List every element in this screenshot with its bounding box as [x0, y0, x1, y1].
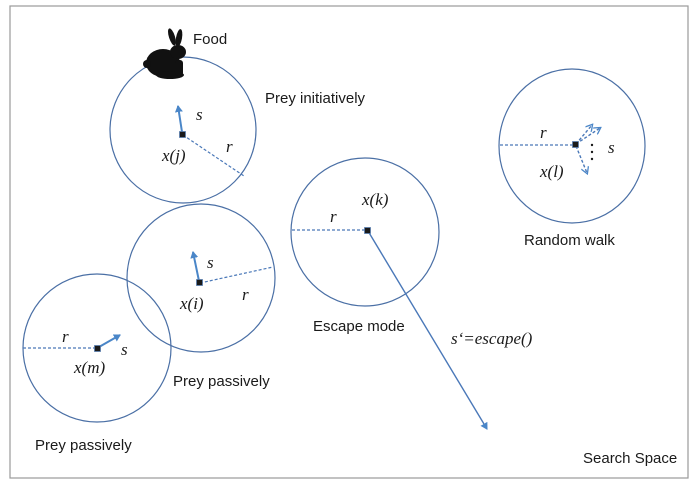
- random-walk-label: Random walk: [524, 232, 615, 249]
- agent-l-point: [572, 141, 579, 148]
- agent-l-step-label: s: [608, 138, 615, 157]
- agent-l-circle: [498, 68, 646, 224]
- agent-i-radius: [199, 266, 274, 284]
- agent-i-step-arrow: [190, 251, 200, 282]
- search-space-frame: [9, 5, 689, 479]
- prey-passively-m-label: Prey passively: [35, 437, 132, 454]
- agent-i-step-label: s: [207, 253, 214, 272]
- agent-j-radius-label: r: [226, 137, 233, 156]
- agent-k-name: x(k): [361, 190, 389, 209]
- escape-formula-label: s‘=escape(): [451, 329, 533, 348]
- agent-k-point: [364, 227, 371, 234]
- agent-i-name: x(i): [179, 294, 204, 313]
- prey-initiatively-label: Prey initiatively: [265, 90, 366, 107]
- agent-m-point: [94, 345, 101, 352]
- agent-i-group: s r x(i): [126, 203, 276, 353]
- agent-j-name: x(j): [161, 146, 186, 165]
- agent-l-radius-label: r: [540, 123, 547, 142]
- agent-j-point: [179, 131, 186, 138]
- agent-k-escape-arrow: [367, 230, 488, 430]
- agent-k-group: r x(k): [290, 157, 488, 430]
- escape-mode-label: Escape mode: [313, 318, 405, 335]
- food-label: Food: [193, 31, 227, 48]
- agent-l-group: r s x(l): [498, 68, 646, 224]
- agent-m-group: r s x(m): [22, 273, 172, 423]
- agent-j-step-arrow: [174, 105, 183, 133]
- agent-i-point: [196, 279, 203, 286]
- agent-i-radius-label: r: [242, 285, 249, 304]
- agent-l-step-arrow-1: [575, 125, 592, 145]
- agent-m-radius-label: r: [62, 327, 69, 346]
- agent-i-circle: [126, 203, 276, 353]
- agent-k-circle: [290, 157, 440, 307]
- agent-j-step-label: s: [196, 105, 203, 124]
- agent-m-step-label: s: [121, 340, 128, 359]
- agent-m-step-arrow: [98, 334, 121, 348]
- agent-m-name: x(m): [73, 358, 105, 377]
- rabbit-icon: [143, 28, 186, 79]
- agent-k-radius-label: r: [330, 207, 337, 226]
- prey-passively-i-label: Prey passively: [173, 373, 270, 390]
- agent-l-name: x(l): [539, 162, 564, 181]
- search-space-label: Search Space: [583, 450, 677, 467]
- agent-j-radius: [182, 134, 245, 177]
